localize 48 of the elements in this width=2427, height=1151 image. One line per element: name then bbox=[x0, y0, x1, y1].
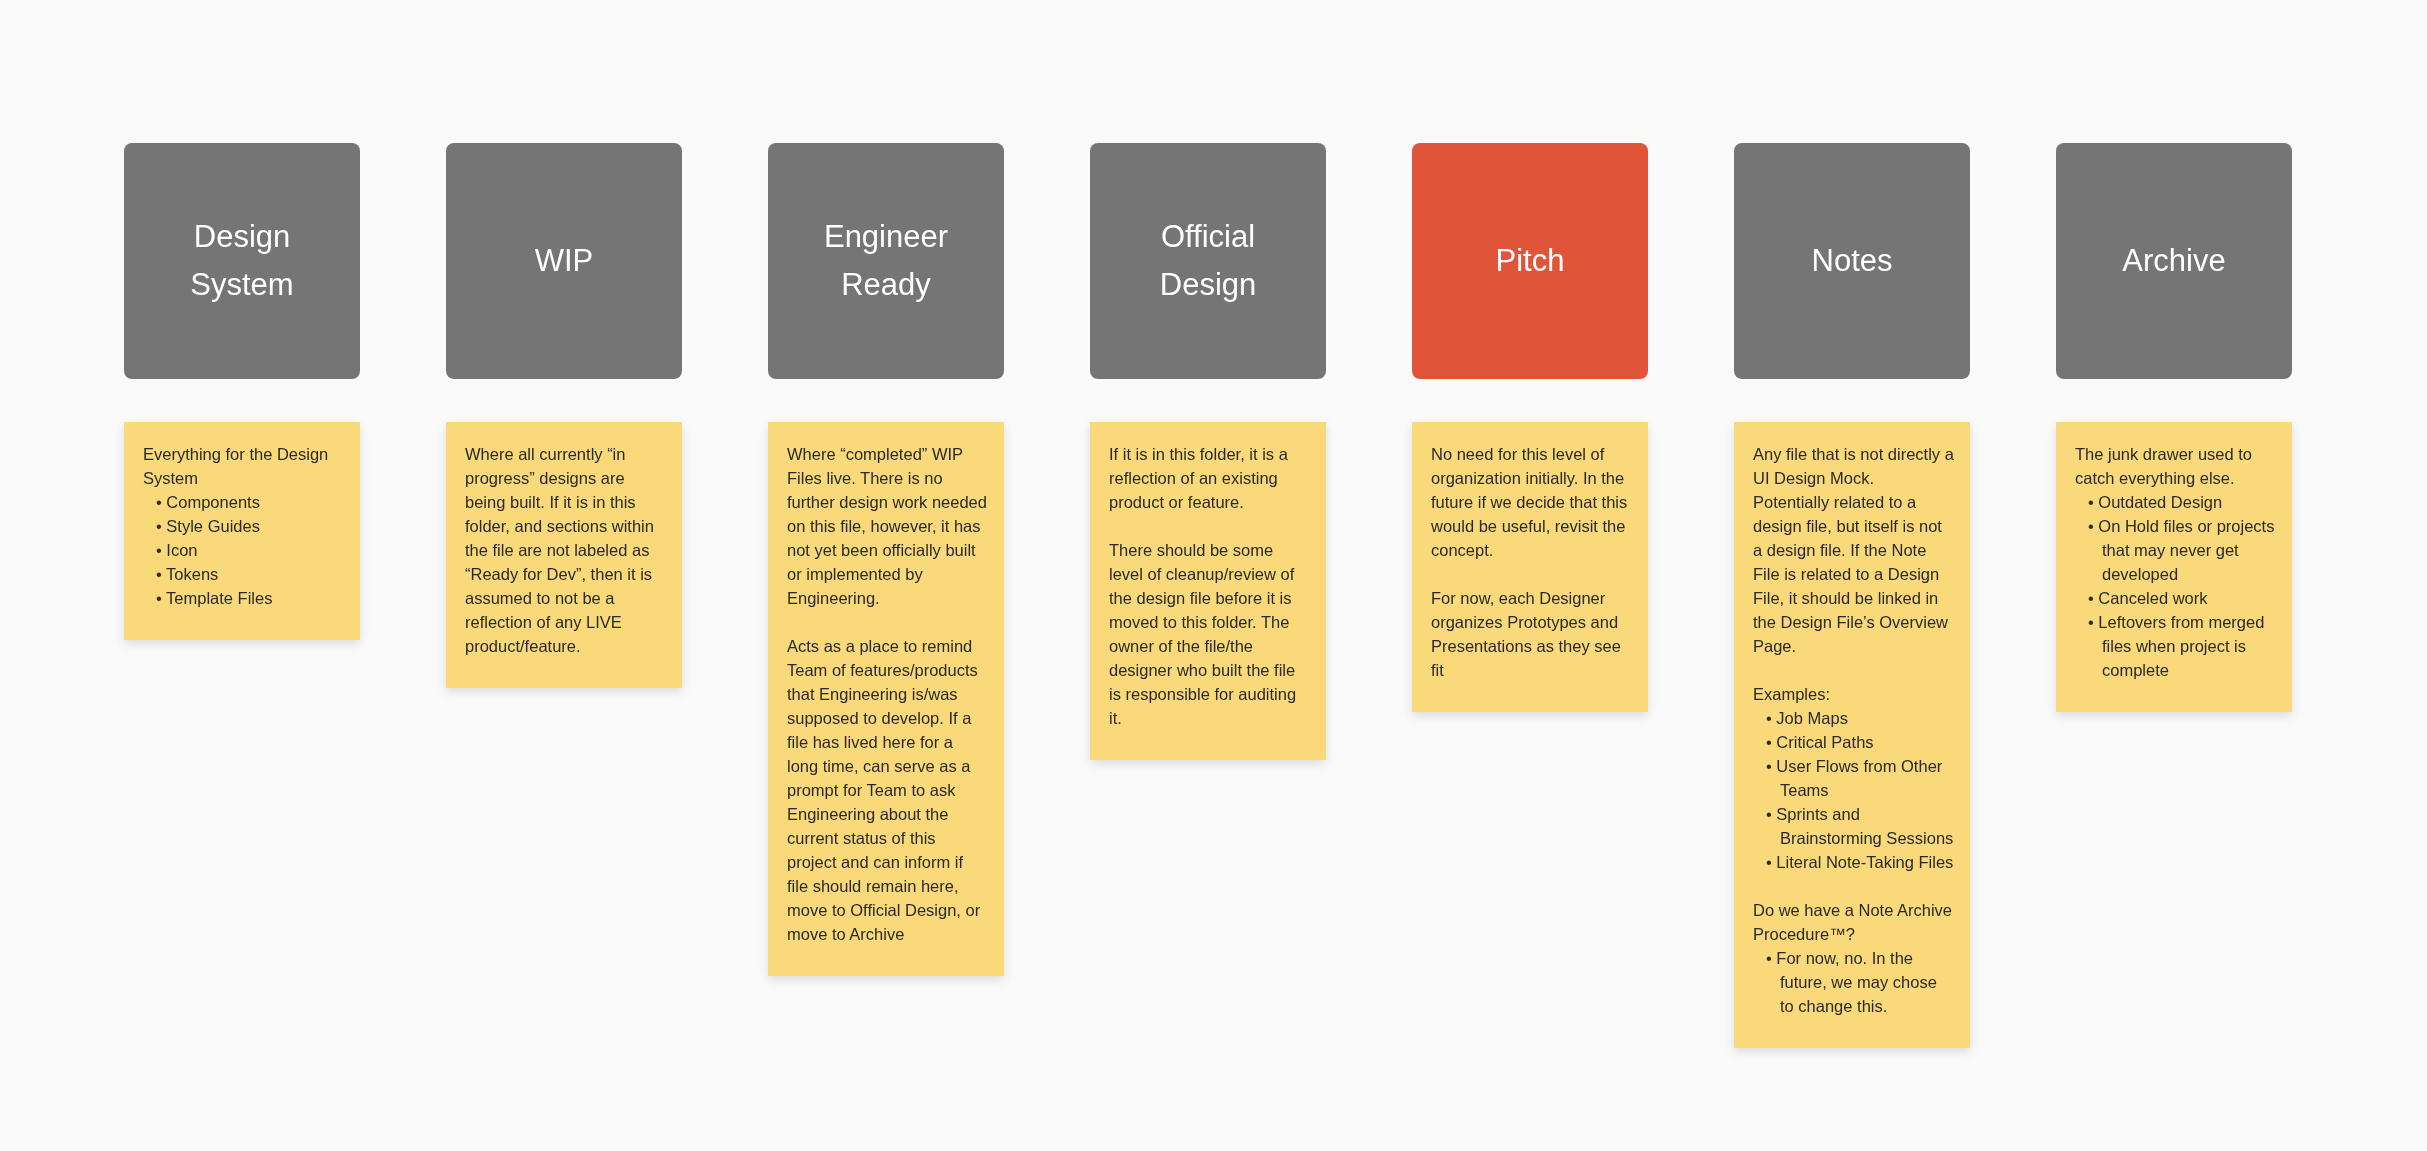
bullet-item: • Literal Note-Taking Files bbox=[1765, 852, 1954, 873]
note-text: Where “completed” WIP Files live. There is no further design work needed on this file, however, it has not yet been officially built or implemented by Engineering. bbox=[787, 444, 988, 609]
note-text: Where all currently “in progress” designs are being built. If it is in this folder, and sections within the file are not labeled as “Ready for Dev”, then it is assumed to not be a reflection of any LIVE product/feature. bbox=[465, 444, 655, 657]
bullet-item: • Tokens bbox=[155, 564, 220, 585]
folder-card bbox=[1090, 143, 1326, 379]
note-text: If it is in this folder, it is a reflection of an existing product or feature. bbox=[1109, 444, 1289, 513]
bullet-item: • Icon bbox=[155, 540, 199, 561]
sticky-note bbox=[446, 422, 682, 688]
folder-title: Pitch bbox=[1494, 242, 1566, 280]
folder-card bbox=[124, 143, 360, 379]
note-text: The junk drawer used to catch everything else. bbox=[2075, 444, 2253, 489]
note-text: There should be some level of cleanup/review of the design file before it is moved to this folder. The owner of the file/the designer who built the file is responsible for auditing it. bbox=[1109, 540, 1298, 729]
folder-title: Notes bbox=[1810, 242, 1894, 280]
note-text: Everything for the Design System bbox=[143, 444, 330, 489]
sticky-note bbox=[1734, 422, 1970, 1048]
sticky-note bbox=[768, 422, 1004, 976]
note-text: Examples: bbox=[1753, 684, 1832, 705]
sticky-note bbox=[124, 422, 360, 640]
bullet-item: • Job Maps bbox=[1765, 708, 1849, 729]
bullet-item: • Sprints and Brainstorming Sessions bbox=[1765, 804, 1954, 849]
bullet-item: • On Hold files or projects that may never get developed bbox=[2087, 516, 2276, 585]
bullet-item: • Leftovers from merged files when project is complete bbox=[2087, 612, 2266, 681]
sticky-note bbox=[2056, 422, 2292, 712]
bullet-item: • Canceled work bbox=[2087, 588, 2209, 609]
folder-card bbox=[768, 143, 1004, 379]
bullet-item: • For now, no. In the future, we may chose to change this. bbox=[1765, 948, 1938, 1017]
sticky-note bbox=[1412, 422, 1648, 712]
folder-card bbox=[2056, 143, 2292, 379]
bullet-item: • Template Files bbox=[155, 588, 274, 609]
folder-card bbox=[1412, 143, 1648, 379]
note-text: No need for this level of organization initially. In the future if we decide that this would be useful, revisit the concept. bbox=[1431, 444, 1629, 561]
bullet-item: • User Flows from Other Teams bbox=[1765, 756, 1944, 801]
note-text: For now, each Designer organizes Prototypes and Presentations as they see fit bbox=[1431, 588, 1622, 681]
folder-card bbox=[1734, 143, 1970, 379]
sticky-note bbox=[1090, 422, 1326, 760]
folder-title: Engineer Ready bbox=[822, 218, 950, 304]
bullet-item: • Critical Paths bbox=[1765, 732, 1875, 753]
folder-title: WIP bbox=[533, 242, 595, 280]
folder-title: Archive bbox=[2121, 242, 2227, 280]
folder-card bbox=[446, 143, 682, 379]
note-text: Do we have a Note Archive Procedure™? bbox=[1753, 900, 1954, 945]
bullet-item: • Style Guides bbox=[155, 516, 261, 537]
bullet-item: • Components bbox=[155, 492, 261, 513]
folder-title: Design System bbox=[189, 218, 295, 304]
note-text: Any file that is not directly a UI Design Mock. Potentially related to a design file, but itself is not a design file. If the Note File is related to a Design File, it should be linked in the Design File’s Overview Page. bbox=[1753, 444, 1954, 657]
bullet-item: • Outdated Design bbox=[2087, 492, 2224, 513]
note-text: Acts as a place to remind Team of features/products that Engineering is/was supposed to develop. If a file has lived here for a long time, can serve as a prompt for Team to ask Engineering about the current status of this project and can inform if file should remain here, move to Official Design, or move to Archive bbox=[787, 636, 982, 945]
folder-title: Official Design bbox=[1158, 218, 1258, 304]
